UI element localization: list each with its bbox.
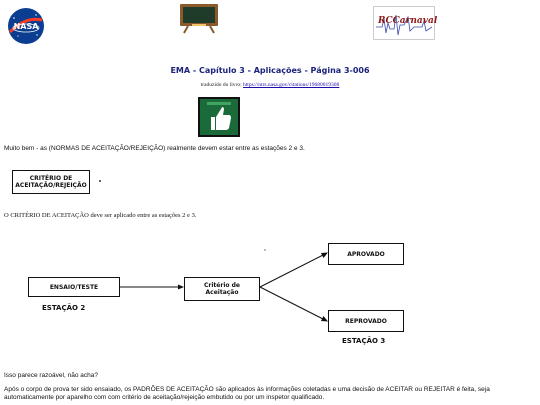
- page-title: EMA - Capítulo 3 - Aplicações - Página 3…: [170, 66, 370, 75]
- estacao-2-label: ESTAÇÃO 2: [42, 304, 86, 312]
- question-paragraph: Isso parece razoável, não acha?: [4, 372, 98, 379]
- rc-logo-text: RCCarnaval: [378, 16, 438, 26]
- arrowhead-criterio: [178, 284, 184, 290]
- stray-dot: [264, 249, 266, 251]
- ensaio-teste-box: ENSAIO/TESTE: [28, 277, 120, 297]
- nasa-logo-text: NASA: [14, 22, 40, 31]
- estacao-3-label: ESTAÇÃO 3: [342, 337, 386, 345]
- criterio-line2: Aceitação: [205, 289, 239, 296]
- aprovado-box: APROVADO: [328, 243, 404, 265]
- nasa-logo: NASA: [6, 6, 46, 46]
- explanation-paragraph: Muito bem - as (NORMAS DE ACEITAÇÃO/REJE…: [4, 145, 305, 152]
- source-link[interactable]: https://ntrs.nasa.gov/citations/19680019…: [243, 82, 340, 88]
- answer-box-line1: CRITÉRIO DE: [29, 175, 73, 182]
- blackboard-icon: [178, 2, 220, 34]
- arrowhead-aprovado: [321, 252, 328, 258]
- cursor-dot: [99, 180, 101, 182]
- rc-carnaval-logo: RCCarnaval: [373, 6, 438, 40]
- translated-from-line: traduzido do livro: https://ntrs.nasa.go…: [0, 82, 540, 88]
- answer-box-criterio: CRITÉRIO DE ACEITAÇÃO/REJEIÇÃO: [12, 170, 90, 194]
- conclusion-paragraph: Após o corpo de prova ter sido ensaiado,…: [4, 386, 490, 401]
- reprovado-box: REPROVADO: [328, 310, 404, 332]
- arrowhead-reprovado: [321, 316, 328, 322]
- translated-prefix: traduzido do livro:: [200, 82, 242, 88]
- arrow-to-aprovado: [259, 253, 326, 288]
- flow-connectors: [120, 249, 328, 322]
- thumbs-up-icon: [197, 96, 241, 138]
- arrow-to-reprovado: [259, 286, 326, 321]
- answer-box-line2: ACEITAÇÃO/REJEIÇÃO: [15, 182, 87, 189]
- criterio-line1: Critério de: [204, 282, 240, 289]
- criterio-aceitacao-box: Critério de Aceitação: [184, 277, 260, 301]
- criterio-paragraph: O CRITÉRIO DE ACEITAÇÃO deve ser aplicad…: [4, 212, 197, 219]
